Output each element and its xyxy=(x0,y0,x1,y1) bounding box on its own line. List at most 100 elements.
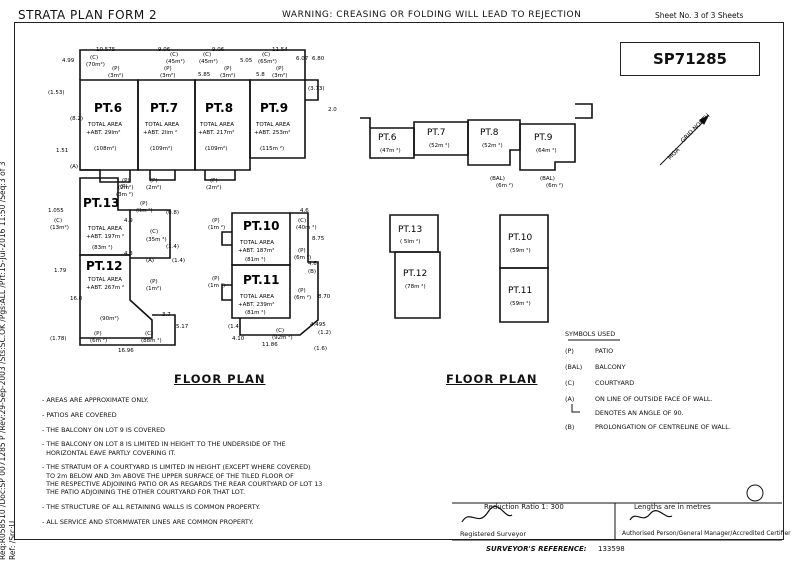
lot-9-area: (115m ²) xyxy=(260,145,284,152)
right-lot-12-area: (78m ²) xyxy=(405,283,426,290)
patio-13b-area: (llm ²) xyxy=(136,207,153,214)
dim-11-f: (1.4) xyxy=(228,324,241,330)
patio-lot6-area: (2m²) xyxy=(118,184,133,191)
lot-10-total-val: +ABT. 187m² xyxy=(238,247,274,254)
surveyor-signature-icon xyxy=(461,505,513,523)
right-lot-10-area: (59m ²) xyxy=(510,247,531,254)
patio-10b-area: (6m ²) xyxy=(294,254,311,261)
patio-13b-code: (P) xyxy=(140,201,148,207)
courtyard-6-area: (70m²) xyxy=(86,61,105,68)
dim-12-a: 1.79 xyxy=(54,268,67,274)
symbols-title: SYMBOLS USED xyxy=(565,330,616,338)
dim-side-8: 2.0 xyxy=(328,107,337,113)
dim-11-a: 8.70 xyxy=(318,294,331,300)
patio-11b-area: (6m ²) xyxy=(294,294,311,301)
lot-12-area: (90m²) xyxy=(100,315,119,322)
lot-6-total: TOTAL AREA xyxy=(87,122,122,128)
dim-side-11: 1.51 xyxy=(56,148,68,154)
right-lot-9-outline xyxy=(519,123,576,171)
right-lot-11-outline xyxy=(499,267,549,323)
lot-8-label: PT.8 xyxy=(205,101,233,115)
dim-side-6: 6.80 xyxy=(312,56,325,62)
symbol-b-desc: PROLONGATION OF CENTRELINE OF WALL. xyxy=(595,423,731,431)
patio-12-area: (1m²) xyxy=(146,285,161,292)
right-lot-12-outline xyxy=(394,251,441,319)
plan-frame xyxy=(14,22,784,540)
note-1: - AREAS ARE APPROXIMATE ONLY. xyxy=(42,396,149,404)
dim-13-b: (0.8) xyxy=(166,210,179,216)
right-lot-6-label: PT.6 xyxy=(378,133,397,143)
symbol-a-code: (A) xyxy=(565,395,575,403)
courtyard-13-left-code: (C) xyxy=(54,218,62,224)
label-13-a: (A) xyxy=(146,258,154,264)
symbol-patio-desc: PATIO xyxy=(595,347,614,355)
courtyard-10-11-outline xyxy=(239,212,319,336)
dim-10-a: 4.6 xyxy=(300,208,309,214)
lot-10-label: PT.10 xyxy=(243,219,279,233)
symbol-balcony-code: (BAL) xyxy=(565,363,583,371)
dim-side-10: (8.2) xyxy=(70,116,83,122)
patio-lot8-area: (2m²) xyxy=(206,184,221,191)
right-lot-6-area: (47m ²) xyxy=(380,147,401,154)
reduction-ratio: Reduction Ratio 1: 300 xyxy=(484,503,564,511)
lot-7-total: TOTAL AREA xyxy=(144,122,179,128)
right-balcony-9-area: (6m ²) xyxy=(546,182,563,189)
warning-text: WARNING: CREASING OR FOLDING WILL LEAD T… xyxy=(282,10,582,20)
right-lot-8-area: (52m ²) xyxy=(482,142,503,149)
patio-row-outline xyxy=(80,169,236,183)
note-7: - ALL SERVICE AND STORMWATER LINES ARE C… xyxy=(42,517,254,526)
right-lot-7-label: PT.7 xyxy=(427,128,445,138)
seal-stamp-icon xyxy=(746,484,764,502)
lot-6-label: PT.6 xyxy=(94,101,122,115)
dim-top-2: 9.06 xyxy=(158,47,171,53)
lot-8-area: (109m²) xyxy=(205,145,227,152)
dim-side-7: (3.73) xyxy=(308,86,325,92)
patio-6-code: (P) xyxy=(112,66,120,72)
dim-side-5: 6.07 xyxy=(296,56,309,62)
dim-11-e: (1.6) xyxy=(314,346,327,352)
dim-12-c: 3.7 xyxy=(162,312,171,318)
north-label-grid: GRID NORTH xyxy=(679,112,711,144)
courtyard-11-code: (C) xyxy=(276,328,284,334)
lot-10-total: TOTAL AREA xyxy=(239,240,274,246)
dim-13-e: (1.4) xyxy=(166,244,179,250)
lot-11-label: PT.11 xyxy=(243,273,279,287)
courtyard-12-area: (88m ²) xyxy=(141,337,162,344)
symbol-b-code: (B) xyxy=(565,423,575,431)
patio-10-area: (1m ²) xyxy=(208,224,225,231)
courtyard-9-code: (C) xyxy=(262,52,270,58)
lengths-note: Lengths are in metres xyxy=(634,503,711,511)
right-lot-7-outline xyxy=(413,121,469,156)
courtyard-11-area: (92m ²) xyxy=(272,334,293,341)
patio-8-area: (3m²) xyxy=(220,72,235,79)
patio-11-area: (1m ²) xyxy=(208,282,225,289)
surveyor-label: Registered Surveyor xyxy=(460,530,527,538)
right-lot-8-label: PT.8 xyxy=(480,128,499,138)
patio-lot6-code: (P) xyxy=(122,178,130,184)
patio-6-area: (3m²) xyxy=(108,72,123,79)
lot-7-total-val: +ABT. 2lim ² xyxy=(143,129,177,136)
note-6: - THE STRUCTURE OF ALL RETAINING WALLS I… xyxy=(42,503,261,512)
angle-symbol-icon xyxy=(571,404,580,413)
sheet-number: Sheet No. 3 of 3 Sheets xyxy=(655,11,744,20)
symbol-patio-code: (P) xyxy=(565,347,574,355)
dim-13-d: 4.3 xyxy=(124,251,133,257)
authorised-label: Authorised Person/General Manager/Accred… xyxy=(622,530,791,537)
dim-top-1: 10.575 xyxy=(96,47,116,53)
patio-8-code: (P) xyxy=(224,66,232,72)
dim-11-c: (1.2) xyxy=(318,330,331,336)
courtyard-8-code: (C) xyxy=(203,52,211,58)
dim-12-b: 16.0 xyxy=(70,296,83,302)
label-b: (B) xyxy=(308,269,316,275)
courtyard-13-code: (C) xyxy=(150,229,158,235)
right-lot-13-label: PT.13 xyxy=(398,225,422,235)
north-label-mga: MGA xyxy=(666,146,681,161)
dim-11-b: 4.495 xyxy=(310,322,326,328)
courtyard-9-area: (65m²) xyxy=(258,58,277,65)
lot-9-total-val: +ABT. 253m² xyxy=(254,129,290,136)
patio-9-area: (3m²) xyxy=(272,72,287,79)
lot-8-total: TOTAL AREA xyxy=(199,122,234,128)
dim-side-9: (1.53) xyxy=(48,90,65,96)
lot-8-total-val: +ABT. 217m² xyxy=(198,129,234,136)
plan-number-box: SP71285 xyxy=(620,42,760,76)
